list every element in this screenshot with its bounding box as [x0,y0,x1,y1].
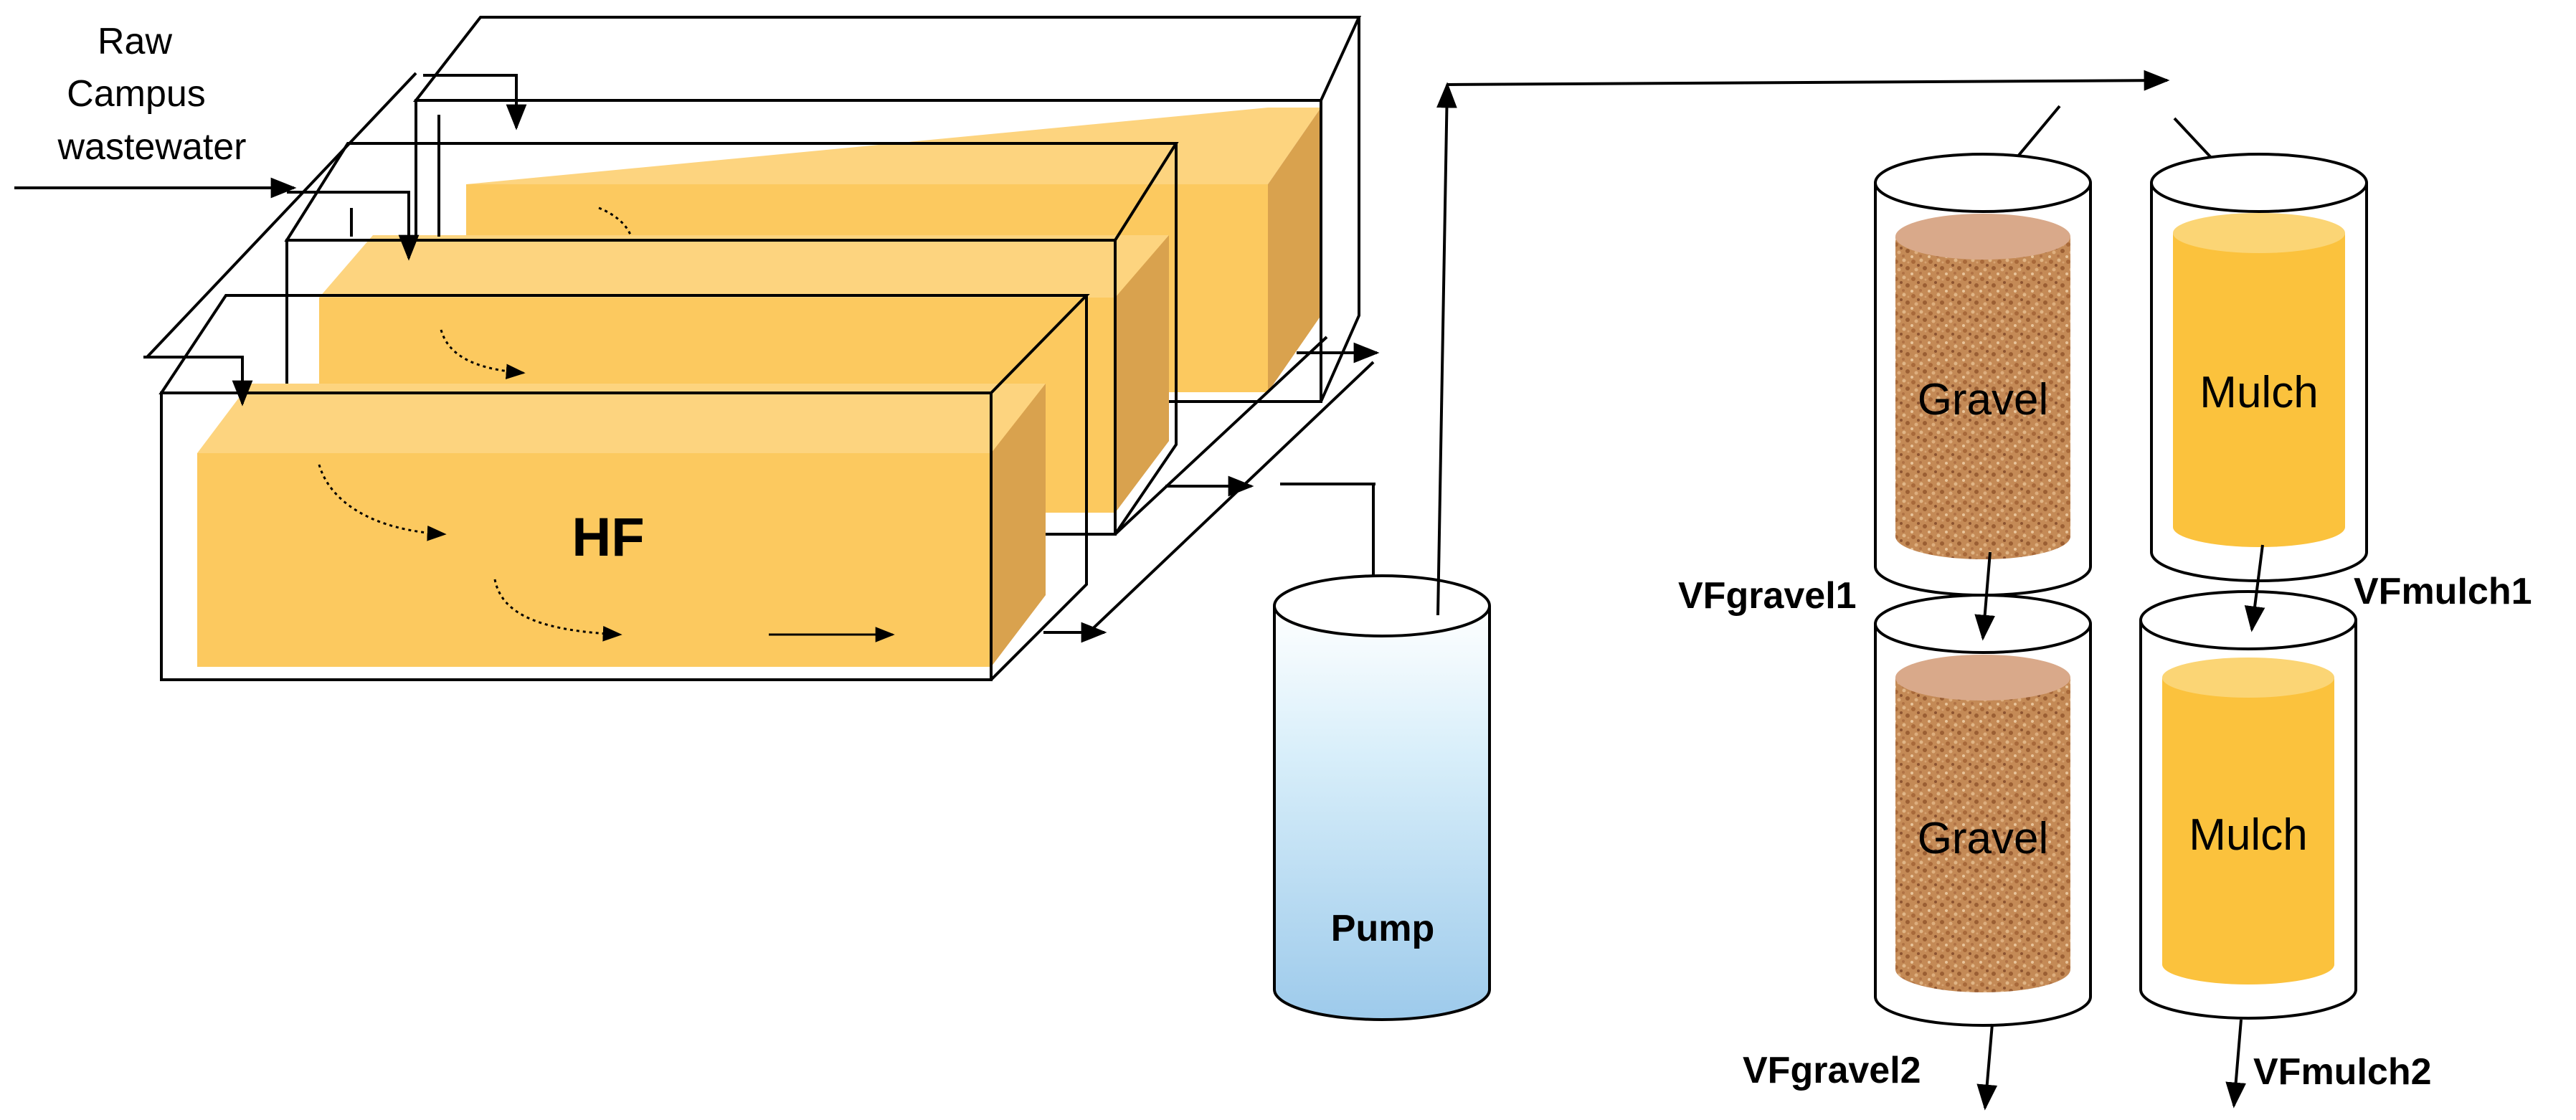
inlet-frame-diagonal [146,72,417,359]
gravel-column-bottom [1874,594,2092,1027]
flow-squiggle-4 [440,329,526,380]
media-side-middle [1115,235,1169,513]
mulch-outlet-arrow [2225,1019,2247,1109]
media-side-back [1268,108,1321,392]
mulch-transfer-arrow [2244,544,2265,632]
media-top-back [466,108,1321,184]
inlet-pipe-back [423,74,527,130]
inlet-pipe-middle [287,191,420,261]
pump-outlet-vertical [1436,82,1457,616]
pump-tank [1273,574,1491,1021]
tank-frame-side-back [1320,17,1360,402]
gravel-top-label: Gravel [1918,375,2049,424]
gravel-outlet-arrow [1976,1023,1998,1111]
media-front-front [197,453,991,667]
tank-frame-side-middle [1114,143,1178,536]
outlet-frame-diagonal-2 [1114,336,1328,536]
flow-squiggle-2 [493,579,622,642]
hf-label: HF [572,507,644,568]
vfmulch1-label: VFmulch1 [2354,571,2532,612]
media-top-middle [319,235,1169,298]
flow-squiggle-5 [598,207,633,237]
media-top-front [197,384,1046,453]
mulch-bottom-label: Mulch [2189,810,2307,860]
tank-frame-side-front [990,295,1088,681]
vfgravel1-label: VFgravel1 [1678,575,1857,617]
gravel-transfer-arrow [1974,551,1996,641]
inflow-label-line2: Campus [67,73,206,115]
inlet-pipe-front [143,356,253,407]
mulch-column-top [2150,153,2368,582]
vfmulch2-label: VFmulch2 [2253,1051,2432,1093]
tank-frame-top-back [412,16,1362,102]
media-side-front [991,384,1046,667]
flow-squiggle-1 [318,464,447,541]
pump-outlet-horizontal [1446,70,2170,91]
outlet-frame-diagonal [1085,361,1375,636]
gravel-column-top [1874,153,2092,597]
inflow-label-line1: Raw [98,21,172,62]
mulch-top-label: Mulch [2199,368,2318,417]
vfgravel2-label: VFgravel2 [1743,1050,1921,1091]
gravel-bottom-label: Gravel [1918,814,2049,863]
pump-label: Pump [1331,908,1434,949]
mulch-column-bottom [2139,590,2357,1020]
inflow-label-line3: wastewater [57,126,247,168]
hf-tank-front [158,294,1090,681]
